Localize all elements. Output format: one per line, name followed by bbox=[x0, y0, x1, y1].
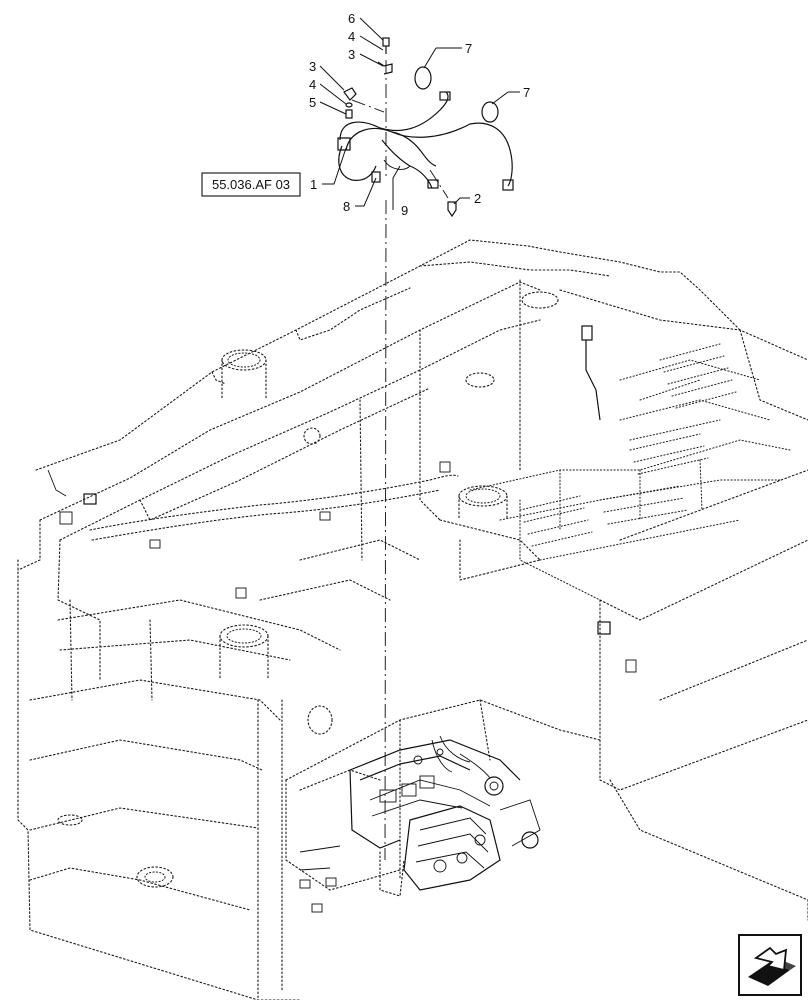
deck-ribs bbox=[519, 343, 737, 547]
grommet-part bbox=[481, 101, 499, 123]
callout-6: 6 bbox=[348, 11, 355, 26]
machine-frame bbox=[17, 239, 808, 1000]
callout-4: 4 bbox=[348, 29, 355, 44]
wire-harness bbox=[337, 91, 514, 191]
frame-connectors bbox=[47, 325, 637, 913]
callout-1: 1 bbox=[310, 177, 317, 192]
callout-leaders bbox=[319, 17, 520, 210]
control-valve-block bbox=[299, 735, 541, 897]
next-page-arrow-icon[interactable] bbox=[738, 934, 802, 996]
callout-2: 2 bbox=[474, 191, 481, 206]
callout-5: 5 bbox=[309, 95, 316, 110]
callout-4: 4 bbox=[309, 77, 316, 92]
callout-3: 3 bbox=[309, 59, 316, 74]
callout-8: 8 bbox=[343, 199, 350, 214]
callout-9: 9 bbox=[401, 203, 408, 218]
fitting-part bbox=[447, 201, 457, 218]
callout-3: 3 bbox=[348, 47, 355, 62]
pivot-mounts bbox=[57, 291, 559, 888]
grommet-part bbox=[414, 66, 432, 90]
callout-numbers: 6 4 3 3 4 5 7 7 1 8 9 2 bbox=[309, 11, 530, 218]
reference-label: 55.036.AF 03 bbox=[212, 177, 290, 192]
harness-assembly bbox=[337, 37, 514, 861]
bolt-part bbox=[382, 37, 390, 54]
callout-7: 7 bbox=[523, 85, 530, 100]
callout-7: 7 bbox=[465, 41, 472, 56]
reference-box[interactable]: 55.036.AF 03 bbox=[201, 172, 301, 197]
